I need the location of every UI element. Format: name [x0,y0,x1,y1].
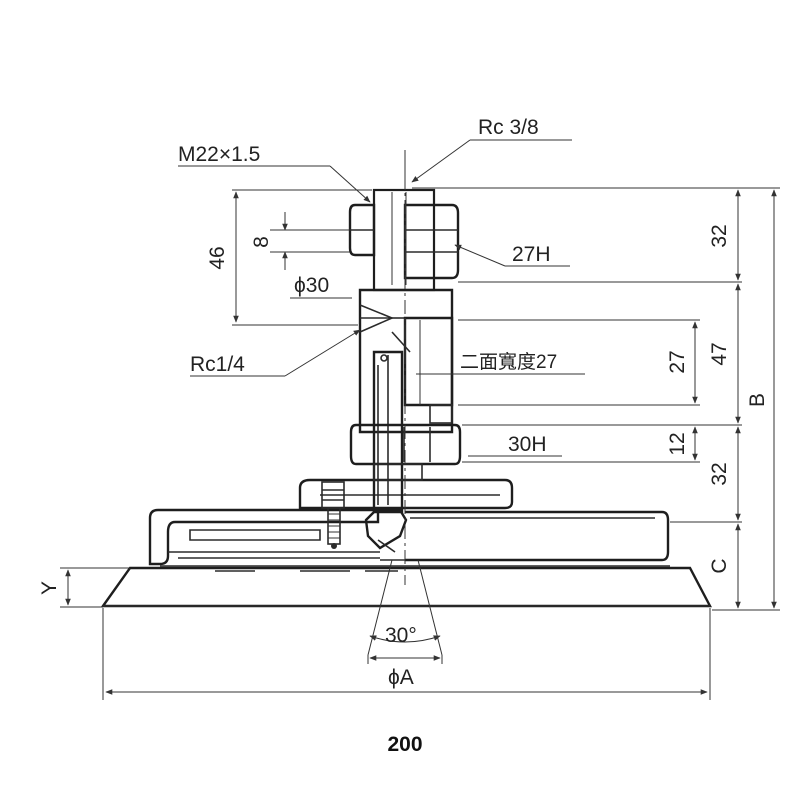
leader-lines [178,139,585,457]
label-rc14: Rc1/4 [190,353,245,376]
label-phi30: ϕ30 [294,274,329,297]
label-phia: ϕA [388,666,414,689]
dim-b: B [746,393,769,407]
dim-c: C [708,558,731,573]
angle-lines [367,559,443,656]
dim-12: 12 [666,432,689,455]
label-27h: 27H [512,243,551,266]
shaft-body [348,152,462,561]
dim-27: 27 [666,350,689,373]
dim-47: 47 [708,342,731,365]
dim-32-bottom: 32 [708,462,731,485]
flange-block [298,478,514,549]
dim-8: 8 [250,236,273,248]
mounting-plate [148,508,670,566]
dim-46: 46 [206,246,229,269]
label-m22: M22×1.5 [178,143,260,166]
label-rc38: Rc 3/8 [478,116,539,139]
dimension-lines [60,187,780,700]
footer-value: 200 [387,733,422,756]
suction-pad [100,565,712,608]
label-30deg: 30° [385,624,417,647]
dim-y: Y [38,581,61,595]
label-two-face-width: 二面寬度27 [460,351,557,373]
label-30h: 30H [508,433,547,456]
dim-32-top: 32 [708,224,731,247]
